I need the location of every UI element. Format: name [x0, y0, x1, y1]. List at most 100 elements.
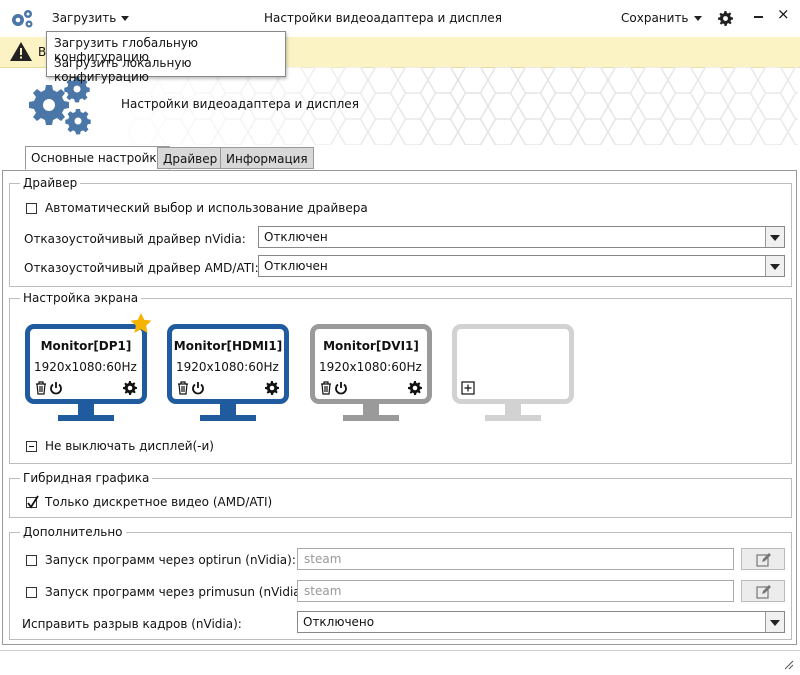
warning-icon: [10, 42, 32, 61]
nvidia-driver-label: Отказоустойчивый драйвер nVidia:: [24, 232, 246, 246]
monitor-actions: [35, 381, 137, 397]
monitor-name: Monitor[HDMI1]: [173, 339, 283, 353]
tearing-fix-select[interactable]: Отключено: [297, 611, 785, 633]
monitor-base: [343, 415, 399, 421]
tearing-fix-label: Исправить разрыв кадров (nVidia):: [22, 617, 242, 631]
gear-icon[interactable]: [718, 11, 733, 26]
save-label: Сохранить: [621, 11, 689, 25]
minimize-icon[interactable]: [754, 16, 763, 18]
discrete-only-label: Только дискретное видео (AMD/ATI): [45, 495, 273, 509]
gear-icon[interactable]: [408, 381, 422, 395]
tearing-fix-value: Отключено: [303, 615, 375, 629]
hybrid-group-title: Гибридная графика: [20, 471, 153, 485]
monitor-name: Monitor[DP1]: [40, 339, 132, 353]
chevron-down-icon[interactable]: [765, 227, 784, 247]
app-gears-icon: [12, 10, 33, 28]
star-icon: [130, 313, 152, 333]
chevron-down-icon[interactable]: [765, 612, 784, 632]
screen-group-title: Настройка экрана: [20, 291, 142, 305]
discrete-only-checkbox[interactable]: [26, 495, 39, 509]
monitor-resolution: 1920x1080:60Hz: [319, 360, 422, 374]
monitor-card-dp1[interactable]: Monitor[DP1] 1920x1080:60Hz: [25, 313, 152, 424]
warning-text: В: [38, 45, 47, 59]
additional-group-title: Дополнительно: [20, 525, 126, 539]
trash-icon[interactable]: [35, 381, 47, 395]
tab-main-settings[interactable]: Основные настройки: [25, 146, 171, 170]
tab-info[interactable]: Информация: [220, 147, 314, 169]
driver-group: Драйвер Автоматический выбор и использов…: [9, 176, 792, 287]
monitor-actions: [320, 381, 422, 397]
monitor-card-dvi1[interactable]: Monitor[DVI1] 1920x1080:60Hz: [310, 324, 432, 424]
monitor-stand: [363, 404, 379, 416]
add-icon[interactable]: [461, 381, 475, 395]
optirun-placeholder: steam: [304, 552, 342, 566]
driver-group-title: Драйвер: [20, 176, 81, 190]
optirun-input[interactable]: steam: [297, 548, 734, 570]
monitor-name: Monitor[DVI1]: [323, 339, 419, 353]
menu-item-load-global[interactable]: Загрузить глобальную конфигурацию: [54, 36, 198, 64]
keep-display-on-label: Не выключать дисплей(-и): [45, 439, 214, 453]
optirun-label: Запуск программ через optirun (nVidia):: [45, 553, 296, 567]
hybrid-graphics-group: Гибридная графика Только дискретное виде…: [9, 471, 792, 518]
hex-pattern-background: [128, 67, 798, 145]
amd-driver-value: Отключен: [264, 259, 328, 273]
primusrun-label: Запуск программ через primusun (nVidia):: [45, 585, 310, 599]
trash-icon[interactable]: [177, 381, 189, 395]
checkmark-icon: [27, 495, 39, 509]
tab-driver[interactable]: Драйвер: [157, 147, 224, 169]
power-icon[interactable]: [191, 381, 205, 395]
window-title: Настройки видеоадаптера и дисплея: [264, 11, 502, 25]
optirun-checkbox[interactable]: [26, 555, 37, 566]
partial-check-icon: [29, 446, 34, 447]
load-label: Загрузить: [52, 11, 117, 25]
nvidia-driver-select[interactable]: Отключен: [258, 226, 785, 248]
gear-icon[interactable]: [123, 381, 137, 395]
monitor-screen: Monitor[DP1] 1920x1080:60Hz: [25, 324, 147, 404]
auto-driver-checkbox[interactable]: [26, 203, 37, 214]
amd-driver-select[interactable]: Отключен: [258, 255, 785, 277]
save-menu-button[interactable]: Сохранить: [621, 11, 702, 25]
monitor-actions: [177, 381, 279, 397]
chevron-down-icon[interactable]: [765, 256, 784, 276]
header-gears-icon: [29, 77, 91, 135]
chevron-down-icon: [693, 16, 702, 21]
keep-display-on-checkbox[interactable]: [26, 441, 37, 452]
monitor-base: [485, 415, 541, 421]
primusrun-input[interactable]: steam: [297, 580, 734, 602]
load-dropdown-menu: Загрузить глобальную конфигурацию Загруз…: [46, 31, 286, 84]
additional-group: Дополнительно Запуск программ через opti…: [9, 525, 792, 640]
monitor-resolution: 1920x1080:60Hz: [176, 360, 279, 374]
optirun-edit-button[interactable]: [741, 548, 785, 570]
monitor-screen: Monitor[HDMI1] 1920x1080:60Hz: [167, 324, 289, 404]
resize-grip-icon[interactable]: [783, 659, 794, 670]
load-menu-button[interactable]: Загрузить: [52, 11, 130, 25]
power-icon[interactable]: [49, 381, 63, 395]
monitor-screen: Monitor[DVI1] 1920x1080:60Hz: [310, 324, 432, 404]
amd-driver-label: Отказоустойчивый драйвер AMD/ATI:: [24, 261, 259, 275]
monitor-resolution: 1920x1080:60Hz: [34, 360, 137, 374]
monitor-screen: [452, 324, 574, 404]
nvidia-driver-value: Отключен: [264, 230, 328, 244]
add-monitor-card[interactable]: [452, 324, 574, 424]
chevron-down-icon: [121, 16, 130, 21]
menu-item-load-local[interactable]: Загрузить локальную конфигурацию: [54, 56, 192, 84]
screen-group: Настройка экрана Monitor[DP1] 1920x1080:…: [9, 291, 792, 464]
monitor-card-hdmi1[interactable]: Monitor[HDMI1] 1920x1080:60Hz: [167, 324, 289, 424]
monitor-stand: [220, 404, 236, 416]
power-icon[interactable]: [334, 381, 348, 395]
tab-content-panel: Драйвер Автоматический выбор и использов…: [2, 170, 797, 645]
trash-icon[interactable]: [320, 381, 332, 395]
edit-icon: [756, 553, 771, 567]
monitor-stand: [78, 404, 94, 416]
auto-driver-label: Автоматический выбор и использование дра…: [45, 201, 368, 215]
edit-icon: [756, 585, 771, 599]
monitor-base: [58, 415, 114, 421]
gear-icon[interactable]: [265, 381, 279, 395]
monitor-stand: [505, 404, 521, 416]
primusrun-checkbox[interactable]: [26, 587, 37, 598]
close-icon[interactable]: ×: [777, 5, 790, 23]
status-bar: [0, 650, 800, 675]
primusrun-edit-button[interactable]: [741, 580, 785, 602]
primusrun-placeholder: steam: [304, 584, 342, 598]
monitor-base: [200, 415, 256, 421]
